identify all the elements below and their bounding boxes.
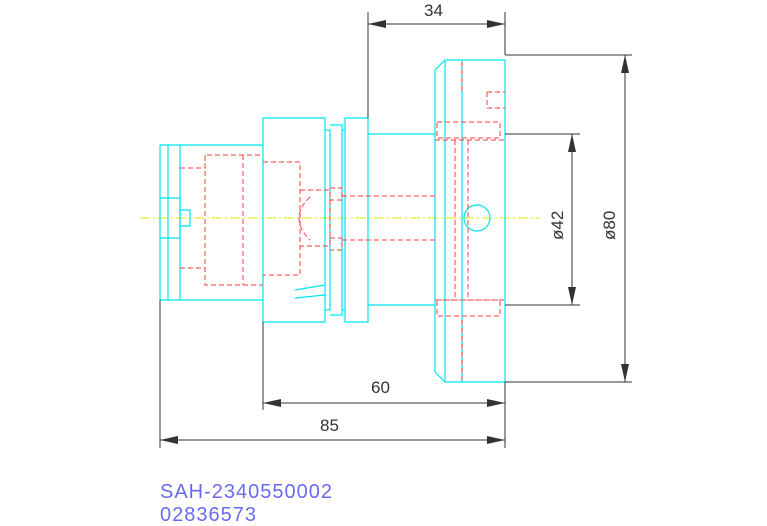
dim-small-diameter: ø42 <box>548 211 567 240</box>
hidden-lines <box>180 62 505 380</box>
dimension-lines <box>159 12 632 448</box>
dim-total-length: 85 <box>320 416 339 435</box>
part-outline <box>159 59 506 383</box>
part-number: SAH-2340550002 <box>160 481 334 503</box>
serial-number: 02836573 <box>160 504 257 526</box>
dim-inner-length: 60 <box>371 378 390 397</box>
dim-large-diameter: ø80 <box>600 211 619 240</box>
dim-top-width: 34 <box>424 1 443 20</box>
